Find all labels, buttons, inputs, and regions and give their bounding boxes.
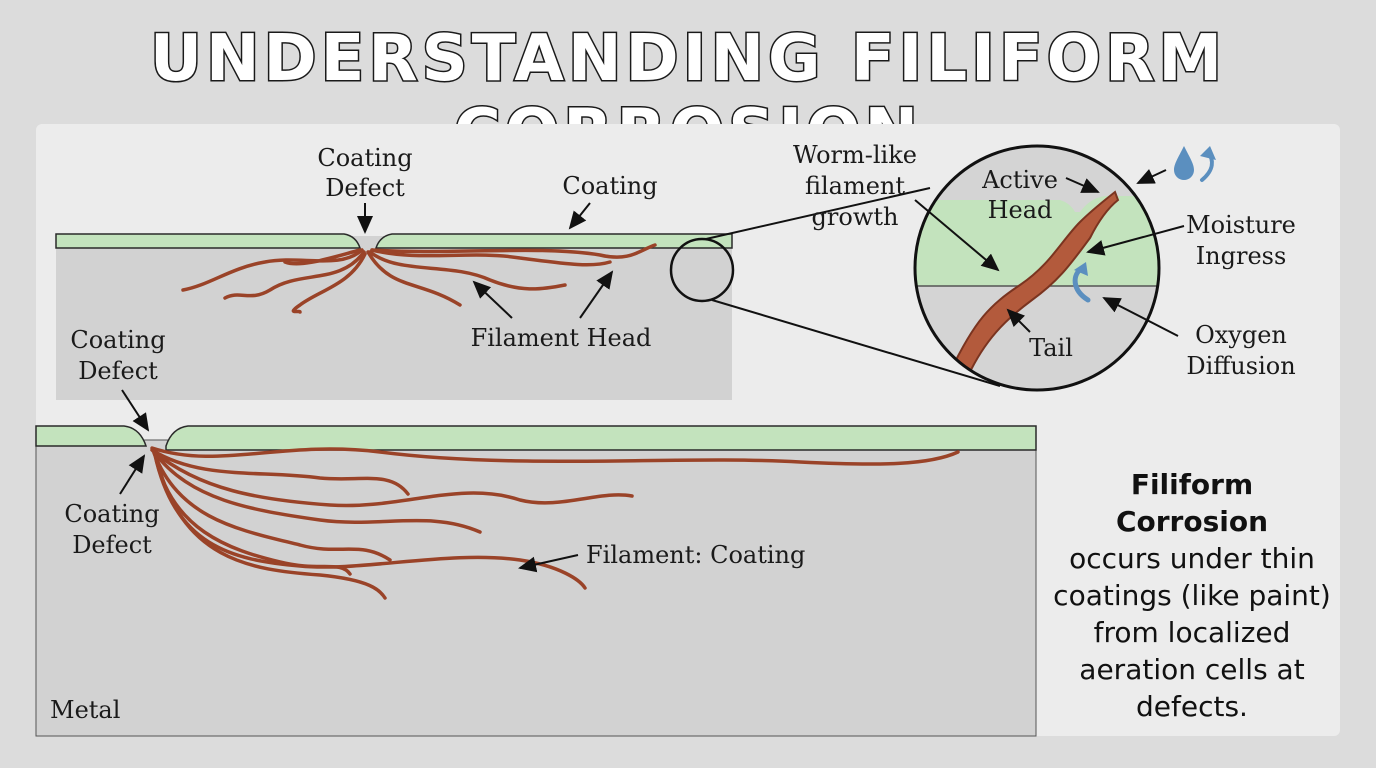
magnifier-small-circle bbox=[669, 237, 735, 303]
metal-label: Metal bbox=[50, 696, 120, 724]
left-defect-b-line1: Coating bbox=[64, 500, 159, 528]
explanation-note: Filiform Corrosion occurs under thin coa… bbox=[1052, 466, 1332, 725]
active-head-arrow bbox=[1065, 177, 1100, 193]
filament-coating-arrow bbox=[518, 554, 579, 573]
coating-arrow bbox=[568, 202, 591, 230]
moisture-arrow bbox=[1086, 225, 1185, 256]
bottom-coating-layer bbox=[35, 425, 1037, 451]
left-defect-a-line1: Coating bbox=[70, 326, 165, 354]
zoom-detail bbox=[915, 146, 1159, 390]
worm-arrow bbox=[914, 199, 1000, 272]
filament-head-arrow-right bbox=[579, 270, 614, 319]
left-defect-a-line2: Defect bbox=[78, 357, 158, 385]
filament-coating-label: Filament: Coating bbox=[586, 541, 805, 569]
zoom-circle bbox=[913, 144, 1161, 392]
top-filaments bbox=[181, 243, 657, 314]
worm-label-line3: growth bbox=[812, 203, 899, 231]
top-defect-label-line2: Defect bbox=[325, 174, 405, 202]
active-head-label-line2: Head bbox=[988, 196, 1053, 224]
filament-head-label: Filament Head bbox=[471, 324, 652, 352]
left-defect-b-arrow bbox=[119, 454, 146, 495]
zoom-line-top bbox=[705, 187, 931, 240]
oxygen-label-line1: Oxygen bbox=[1195, 321, 1287, 349]
oxygen-label-line2: Diffusion bbox=[1186, 352, 1295, 380]
moisture-label-line1: Moisture bbox=[1186, 211, 1296, 239]
filament-head-arrow-left bbox=[472, 280, 513, 319]
outer-arrow bbox=[1136, 169, 1167, 184]
left-defect-b-line2: Defect bbox=[72, 531, 152, 559]
water-drop-icon bbox=[1174, 146, 1194, 180]
moisture-label-line2: Ingress bbox=[1196, 242, 1287, 270]
note-heading: Filiform Corrosion bbox=[1115, 468, 1269, 538]
note-body: occurs under thin coatings (like paint) … bbox=[1053, 542, 1331, 723]
zoom-line-bottom bbox=[711, 299, 1001, 387]
bottom-filaments bbox=[150, 446, 960, 600]
worm-label-line2: filament bbox=[805, 172, 905, 200]
top-coating-layer bbox=[55, 233, 733, 249]
coating-label: Coating bbox=[562, 172, 657, 200]
worm-label-line1: Worm-like bbox=[793, 141, 917, 169]
tail-arrow bbox=[1006, 308, 1031, 333]
active-head-label-line1: Active bbox=[981, 166, 1058, 194]
tail-label: Tail bbox=[1029, 334, 1073, 362]
top-defect-label-line1: Coating bbox=[317, 144, 412, 172]
left-defect-a-arrow bbox=[121, 389, 150, 432]
oxygen-arrow bbox=[1102, 297, 1179, 337]
bottom-metal-block bbox=[35, 439, 1037, 737]
